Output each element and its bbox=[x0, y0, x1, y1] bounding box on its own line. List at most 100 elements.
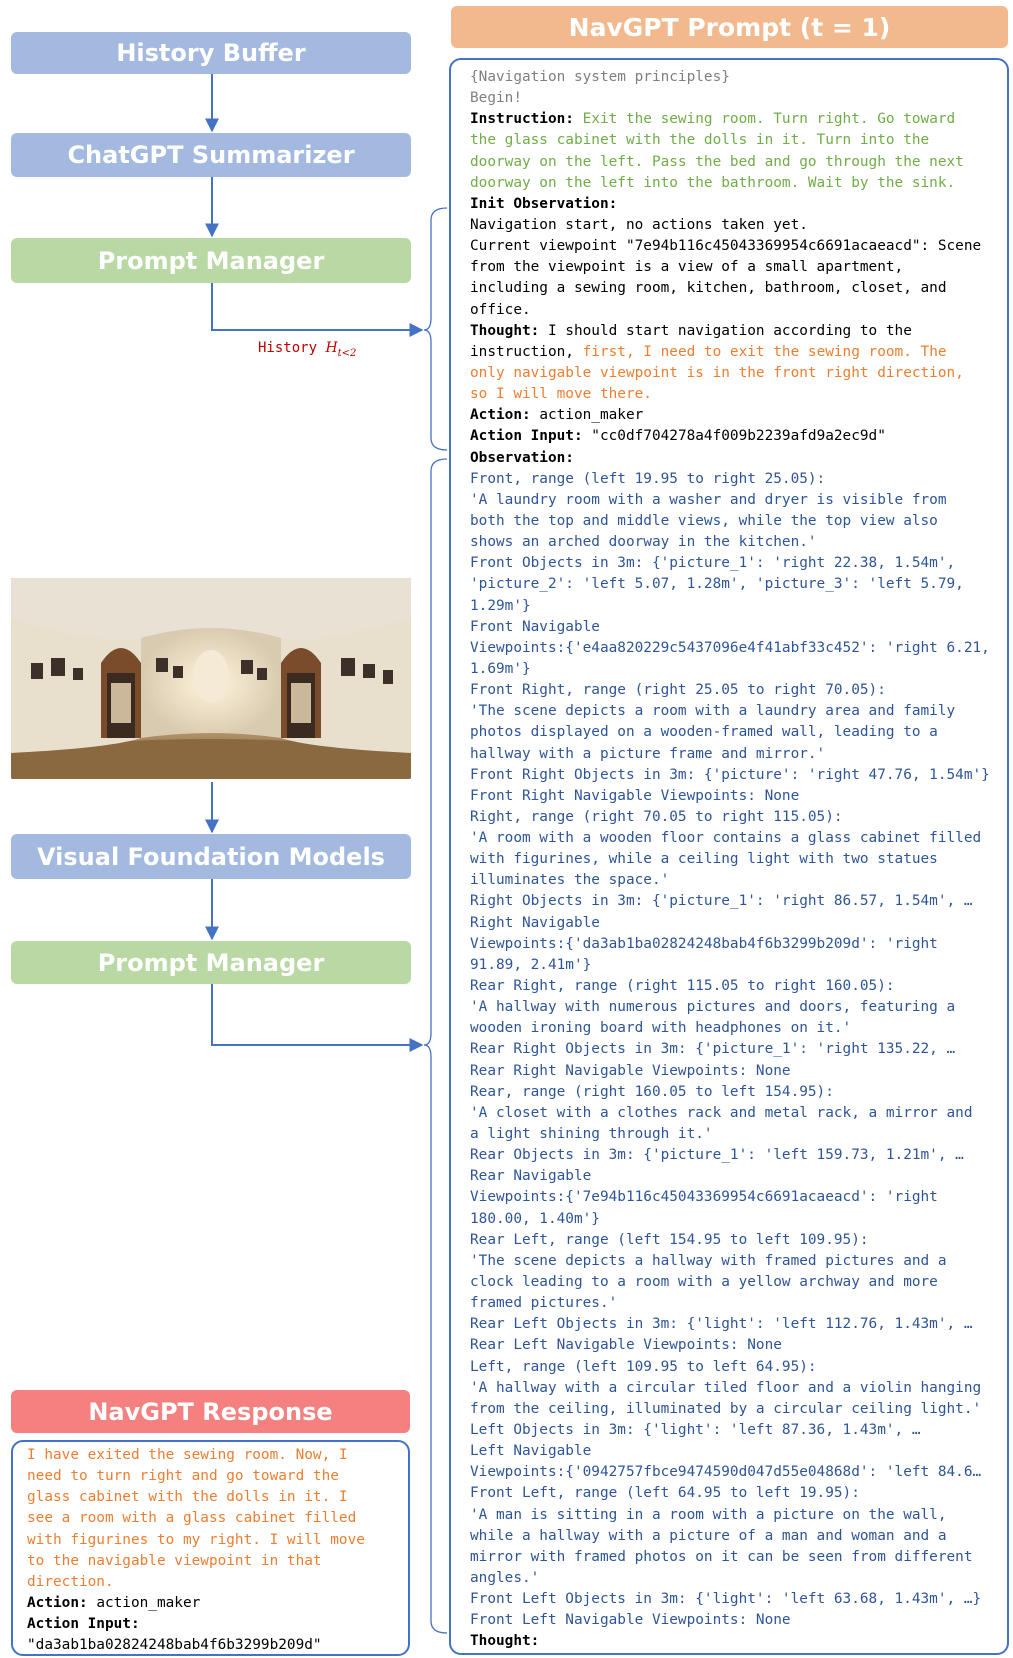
text-segment: 180.00, 1.40m'} bbox=[470, 1210, 600, 1227]
text-segment: 'The scene depicts a hallway with framed… bbox=[470, 1252, 947, 1269]
response-line: direction. bbox=[27, 1572, 407, 1593]
text-segment: Left, range (left 109.95 to left 64.95): bbox=[470, 1358, 817, 1375]
text-segment: Front, range (left 19.95 to right 25.05)… bbox=[470, 470, 826, 487]
text-segment: office. bbox=[470, 301, 531, 318]
text-segment: Action: bbox=[470, 407, 531, 424]
text-segment: "cc0df704278a4f009b2239afd9a2ec9d" bbox=[582, 428, 886, 445]
prompt-line: Front Right Navigable Viewpoints: None bbox=[470, 786, 1010, 807]
text-segment: Rear Navigable bbox=[470, 1168, 592, 1185]
prompt-line: both the top and middle views, while the… bbox=[470, 511, 1010, 532]
prompt-line: a light shining through it.' bbox=[470, 1124, 1010, 1145]
response-line: glass cabinet with the dolls in it. I bbox=[27, 1487, 407, 1508]
prompt-line: including a sewing room, kitchen, bathro… bbox=[470, 278, 1010, 299]
prompt-line: Left Navigable bbox=[470, 1441, 1010, 1462]
text-segment: doorway on the left into the bathroom. W… bbox=[470, 174, 956, 191]
navgpt-prompt-panel bbox=[449, 58, 1009, 1655]
prompt-line: Current viewpoint "7e94b116c45043369954c… bbox=[470, 236, 1010, 257]
text-segment: Viewpoints:{'0942757fbce9474590d047d55e0… bbox=[470, 1464, 982, 1481]
prompt-line: angles.' bbox=[470, 1568, 1010, 1589]
prompt-manager-label-2: Prompt Manager bbox=[97, 948, 325, 977]
prompt-line: Viewpoints:{'e4aa820229c5437096e4f41abf3… bbox=[470, 638, 1010, 659]
text-segment: 91.89, 2.41m'} bbox=[470, 956, 592, 973]
text-segment: 1.29m'} bbox=[470, 597, 531, 614]
text-segment: Action Input: bbox=[27, 1616, 140, 1633]
prompt-line: Front Left Objects in 3m: {'light': 'lef… bbox=[470, 1589, 1010, 1610]
text-segment: 'A hallway with a circular tiled floor a… bbox=[470, 1379, 982, 1396]
response-line: I have exited the sewing room. Now, I bbox=[27, 1445, 407, 1466]
vfm-label: Visual Foundation Models bbox=[37, 842, 385, 871]
prompt-line: mirror with framed photos on it can be s… bbox=[470, 1547, 1010, 1568]
prompt-line: Right Navigable bbox=[470, 913, 1010, 934]
text-segment: Instruction: bbox=[470, 111, 574, 128]
text-segment: Viewpoints:{'da3ab1ba02824248bab4f6b3299… bbox=[470, 935, 938, 952]
prompt-manager-box-2: Prompt Manager bbox=[11, 941, 411, 984]
text-segment: with figurines, while a ceiling light wi… bbox=[470, 851, 938, 868]
prompt-line: Rear, range (right 160.05 to left 154.95… bbox=[470, 1082, 1010, 1103]
observation-bracket bbox=[423, 458, 448, 1634]
text-segment: action_maker bbox=[530, 407, 644, 424]
text-segment: only navigable viewpoint is in the front… bbox=[470, 364, 964, 381]
text-segment: framed pictures.' bbox=[470, 1295, 618, 1312]
text-segment: shows an arched doorway in the kitchen.' bbox=[470, 534, 817, 551]
history-buffer-box: History Buffer bbox=[11, 32, 411, 74]
text-segment: Left Objects in 3m: {'light': 'left 87.3… bbox=[470, 1422, 921, 1438]
text-segment: Viewpoints:{'e4aa820229c5437096e4f41abf3… bbox=[470, 639, 990, 656]
response-line: Action: action_maker bbox=[27, 1593, 407, 1614]
text-segment: Front Right Objects in 3m: {'picture': '… bbox=[470, 766, 990, 783]
prompt-line: Front Left, range (left 64.95 to left 19… bbox=[470, 1483, 1010, 1504]
prompt-line: 91.89, 2.41m'} bbox=[470, 955, 1010, 976]
prompt-line: Thought: I should start navigation accor… bbox=[470, 321, 1010, 342]
response-line: see a room with a glass cabinet filled bbox=[27, 1508, 407, 1529]
prompt-line: shows an arched doorway in the kitchen.' bbox=[470, 532, 1010, 553]
text-segment: while a hallway with a picture of a man … bbox=[470, 1527, 947, 1544]
text-segment: Right Navigable bbox=[470, 914, 600, 931]
prompt-line: Action: action_maker bbox=[470, 405, 1010, 426]
text-segment: 'A laundry room with a washer and dryer … bbox=[470, 491, 947, 508]
prompt-line: so I will move there. bbox=[470, 384, 1010, 405]
prompt-line: Thought: bbox=[470, 1631, 1010, 1652]
prompt-line: doorway on the left. Pass the bed and go… bbox=[470, 152, 1010, 173]
prompt-line: Begin! bbox=[470, 88, 1010, 109]
text-segment: photos displayed on a wooden-framed wall… bbox=[470, 724, 938, 741]
panorama-image bbox=[11, 578, 411, 779]
navgpt-response-panel bbox=[11, 1440, 410, 1656]
text-segment: Rear Right Objects in 3m: {'picture_1': … bbox=[470, 1041, 956, 1058]
prompt-line: Left, range (left 109.95 to left 64.95): bbox=[470, 1357, 1010, 1378]
history-bracket bbox=[423, 207, 448, 451]
prompt-line: 1.69m'} bbox=[470, 659, 1010, 680]
prompt-line: Action Input: "cc0df704278a4f009b2239afd… bbox=[470, 426, 1010, 447]
prompt-line: hallway with a picture frame and mirror.… bbox=[470, 744, 1010, 765]
prompt-line: while a hallway with a picture of a man … bbox=[470, 1526, 1010, 1547]
summarizer-label: ChatGPT Summarizer bbox=[67, 141, 355, 169]
response-title-label: NavGPT Response bbox=[88, 1397, 333, 1426]
prompt-line: from the ceiling, illuminated by a circu… bbox=[470, 1399, 1010, 1420]
prompt-line: 'A closet with a clothes rack and metal … bbox=[470, 1103, 1010, 1124]
text-segment: Front Objects in 3m: {'picture_1': 'righ… bbox=[470, 555, 956, 572]
text-segment: Thought: bbox=[470, 322, 540, 339]
text-segment: Begin! bbox=[470, 90, 522, 107]
text-segment: Left Navigable bbox=[470, 1443, 592, 1460]
prompt-line: Front Left Navigable Viewpoints: None bbox=[470, 1610, 1010, 1631]
text-segment: I have exited the sewing room. Now, I bbox=[27, 1447, 348, 1463]
text-segment: 'A room with a wooden floor contains a g… bbox=[470, 830, 982, 847]
text-segment: wooden ironing board with headphones on … bbox=[470, 1020, 852, 1037]
prompt-line: Init Observation: bbox=[470, 194, 1010, 215]
chatgpt-summarizer-box: ChatGPT Summarizer bbox=[11, 133, 411, 177]
text-segment: so I will move there. bbox=[470, 386, 652, 403]
prompt-line: 'A hallway with numerous pictures and do… bbox=[470, 997, 1010, 1018]
text-segment: Observation: bbox=[470, 449, 574, 466]
prompt-line: doorway on the left into the bathroom. W… bbox=[470, 173, 1010, 194]
prompt-line: Left Objects in 3m: {'light': 'left 87.3… bbox=[470, 1420, 1010, 1441]
prompt-manager-label-1: Prompt Manager bbox=[97, 246, 325, 275]
text-segment: Rear Left Navigable Viewpoints: None bbox=[470, 1337, 782, 1354]
text-segment: Front Right Navigable Viewpoints: None bbox=[470, 787, 800, 804]
prompt-line: 'A man is sitting in a room with a pictu… bbox=[470, 1505, 1010, 1526]
prompt-manager-box-1: Prompt Manager bbox=[11, 238, 411, 283]
text-segment: Rear Left, range (left 154.95 to left 10… bbox=[470, 1231, 869, 1248]
text-segment: Rear, range (right 160.05 to left 154.95… bbox=[470, 1083, 834, 1100]
prompt-line: from the viewpoint is a view of a small … bbox=[470, 257, 1010, 278]
text-segment: Exit the sewing room. Turn right. Go tow… bbox=[573, 111, 956, 128]
text-segment: Right, range (right 70.05 to right 115.0… bbox=[470, 808, 843, 825]
prompt-line: Rear Navigable bbox=[470, 1166, 1010, 1187]
prompt-line: Front, range (left 19.95 to right 25.05)… bbox=[470, 469, 1010, 490]
